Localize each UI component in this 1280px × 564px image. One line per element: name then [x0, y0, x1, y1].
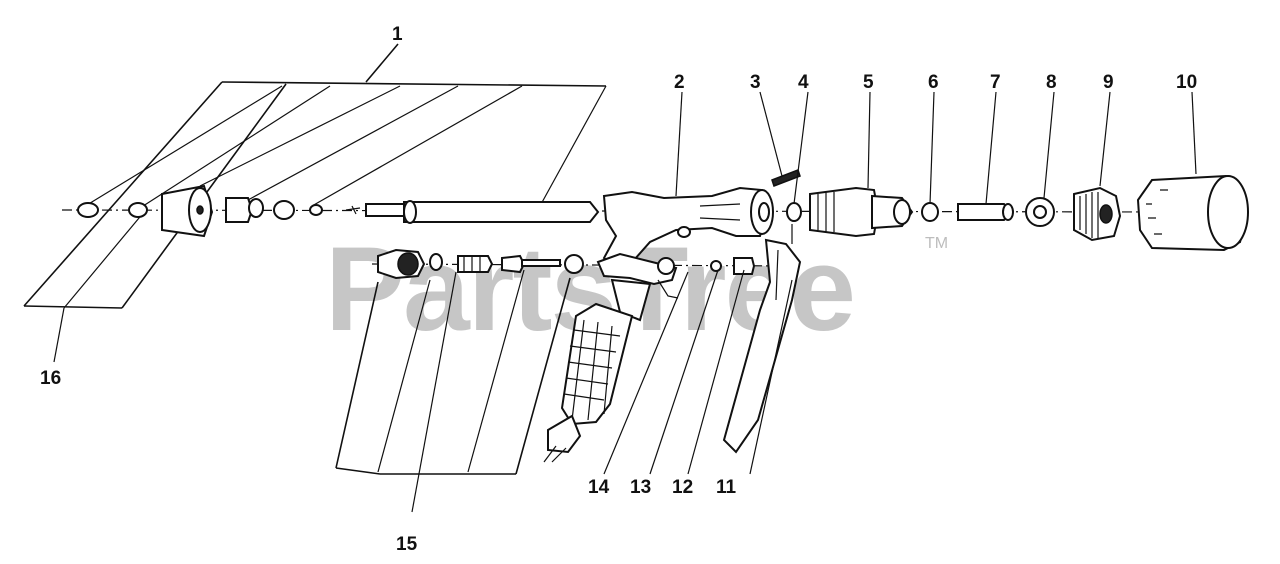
callout-8: 8: [1046, 72, 1057, 93]
callout-16: 16: [40, 368, 61, 389]
adapter-part-5: [809, 186, 914, 238]
callout-4: 4: [798, 72, 809, 93]
callout-3: 3: [750, 72, 761, 93]
callout-14: 14: [588, 477, 610, 498]
kit-group-15-box: [335, 269, 571, 513]
callout-12: 12: [672, 477, 693, 498]
leader-1: [365, 43, 399, 83]
parts-6-7-8: [921, 197, 1055, 227]
callout-6: 6: [928, 72, 939, 93]
gun-body-part-2: [596, 186, 774, 322]
kit-group-1-box: [23, 81, 607, 309]
kit-1-parts: [77, 184, 600, 238]
callout-1: 1: [392, 24, 403, 45]
kit-15-parts: [377, 248, 756, 280]
leader-lines: [53, 91, 1197, 475]
callout-2: 2: [674, 72, 685, 93]
cap-part-10: [1136, 174, 1250, 252]
callout-7: 7: [990, 72, 1001, 93]
trigger-lever: [722, 238, 802, 454]
callout-11: 11: [716, 477, 737, 498]
callout-15: 15: [396, 534, 418, 555]
lower-centerline: [371, 263, 801, 267]
parts-3-4: [771, 169, 802, 244]
watermark-trademark: TM: [925, 235, 948, 252]
callout-5: 5: [863, 72, 874, 93]
callout-labels: 1 2 3 4 5 6 7 8 9 10 11 12 13 14 15 16: [40, 24, 1197, 555]
handle-grip: [543, 302, 634, 463]
callout-10: 10: [1176, 72, 1197, 93]
knurled-nut-part-9: [1073, 186, 1122, 242]
callout-9: 9: [1103, 72, 1114, 93]
callout-13: 13: [630, 477, 651, 498]
